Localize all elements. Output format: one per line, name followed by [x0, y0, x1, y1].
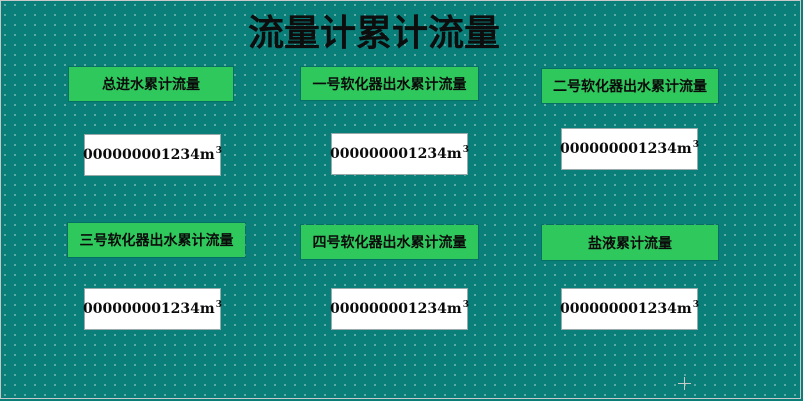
crosshair-cursor-icon	[678, 377, 691, 390]
value-number: 000000001234	[560, 301, 677, 317]
value-unit-sup: 3	[692, 140, 699, 150]
page-title: 流量计累计流量	[248, 12, 501, 54]
label-brine-flow: 盐液累计流量	[542, 225, 718, 260]
value-unit: m	[199, 147, 215, 163]
label-softener-4-outflow: 四号软化器出水累计流量	[301, 225, 478, 259]
value-unit: m	[676, 141, 692, 157]
value-unit-sup: 3	[215, 300, 222, 310]
label-softener-3-outflow: 三号软化器出水累计流量	[68, 223, 245, 257]
value-number: 000000001234	[330, 301, 447, 317]
value-unit-sup: 3	[692, 300, 699, 310]
label-softener-1-outflow: 一号软化器出水累计流量	[301, 67, 478, 100]
value-unit-sup: 3	[462, 300, 469, 310]
label-total-inflow: 总进水累计流量	[69, 67, 233, 101]
value-unit: m	[676, 301, 692, 317]
value-unit: m	[446, 146, 462, 162]
value-number: 000000001234	[83, 301, 200, 317]
value-unit-sup: 3	[215, 146, 222, 156]
value-number: 000000001234	[83, 147, 200, 163]
value-unit-sup: 3	[462, 145, 469, 155]
value-number: 000000001234	[560, 141, 677, 157]
value-unit: m	[446, 301, 462, 317]
value-number: 000000001234	[330, 146, 447, 162]
label-softener-2-outflow: 二号软化器出水累计流量	[542, 69, 718, 103]
value-unit: m	[199, 301, 215, 317]
